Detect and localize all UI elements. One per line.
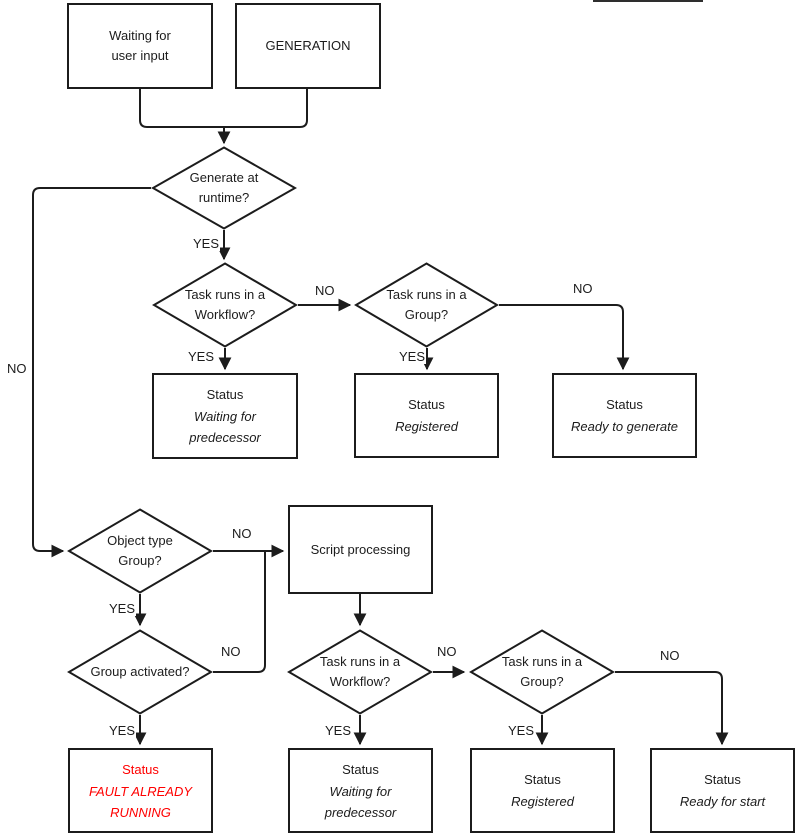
task-runs-in-group-decision-bottom: Task runs in a Group? (469, 629, 615, 715)
connector-generate-no-long (32, 187, 151, 558)
task-runs-in-workflow-label-top: Task runs in a Workflow? (184, 287, 266, 322)
status-waiting-for-predecessor-box-bottom: Status Waiting for predecessor (288, 748, 433, 833)
task-runs-in-workflow-decision-top: Task runs in a Workflow? (152, 262, 298, 348)
edge-label-no-workflow-top: NO (314, 283, 336, 298)
status-fault-already-running-box: Status FAULT ALREADY RUNNING (68, 748, 213, 833)
status-value: FAULT ALREADY RUNNING (88, 783, 193, 820)
status-title: Status (342, 761, 379, 777)
object-type-group-decision: Object type Group? (67, 508, 213, 594)
edge-label-yes-group-bottom: YES (507, 723, 536, 738)
group-activated-decision: Group activated? (67, 629, 213, 715)
object-type-group-label: Object type Group? (107, 533, 173, 568)
status-value: Registered (511, 794, 574, 809)
connector-group-top-no (499, 304, 630, 371)
edge-label-no-group-top: NO (572, 281, 594, 296)
diamond-shape (67, 508, 213, 594)
diamond-shape (469, 629, 615, 715)
task-runs-in-group-decision-top: Task runs in a Group? (354, 262, 499, 348)
waiting-for-user-input-label: Waiting for user input (109, 28, 171, 63)
task-runs-in-workflow-decision-bottom: Task runs in a Workflow? (287, 629, 433, 715)
generate-at-runtime-label: Generate at runtime? (189, 170, 259, 205)
diamond-shape (67, 629, 213, 715)
status-ready-for-start-box: Status Ready for start (650, 748, 795, 833)
status-title: Status (408, 397, 445, 412)
status-value: Ready to generate (571, 419, 678, 434)
diamond-shape (152, 262, 298, 348)
cropped-window-fragment (593, 0, 703, 2)
status-waiting-for-predecessor-box-top: Status Waiting for predecessor (152, 373, 298, 459)
edge-label-yes-group-top: YES (398, 349, 427, 364)
diamond-shape (354, 262, 499, 348)
connector-generation-to-merge (224, 89, 308, 128)
group-activated-label: Group activated? (90, 664, 190, 679)
generation-box: GENERATION (235, 3, 381, 89)
status-value: Registered (395, 419, 458, 434)
edge-label-yes-generate: YES (192, 236, 221, 251)
status-title: Status (606, 397, 643, 412)
status-registered-box-bottom: Status Registered (470, 748, 615, 833)
edge-label-no-generate: NO (6, 361, 28, 376)
generation-label: GENERATION (265, 38, 351, 53)
connector-group-bottom-no (615, 671, 729, 746)
edge-label-no-workflow-bottom: NO (436, 644, 458, 659)
waiting-for-user-input-box: Waiting for user input (67, 3, 213, 89)
edge-label-yes-workflow-bottom: YES (324, 723, 353, 738)
edge-label-yes-workflow-top: YES (187, 349, 216, 364)
script-processing-box: Script processing (288, 505, 433, 594)
status-title: Status (704, 772, 741, 787)
diamond-shape (151, 146, 297, 230)
status-value: Ready for start (679, 794, 766, 809)
status-ready-to-generate-box: Status Ready to generate (552, 373, 697, 458)
status-title: Status (524, 772, 561, 787)
connector-waiting-to-merge (139, 89, 224, 128)
edge-label-no-group-bottom: NO (659, 648, 681, 663)
status-value: Waiting for predecessor (324, 783, 397, 820)
edge-label-yes-objecttype: YES (108, 601, 137, 616)
status-registered-box-top: Status Registered (354, 373, 499, 458)
task-runs-in-group-label-bottom: Task runs in a Group? (501, 654, 583, 689)
task-runs-in-workflow-label-bottom: Task runs in a Workflow? (319, 654, 401, 689)
status-title: Status (122, 761, 159, 777)
generate-at-runtime-decision: Generate at runtime? (151, 146, 297, 230)
task-runs-in-group-label-top: Task runs in a Group? (386, 287, 467, 322)
connector-groupactivated-no (213, 552, 266, 673)
status-title: Status (206, 387, 244, 402)
edge-label-no-groupactivated: NO (220, 644, 242, 659)
edge-label-yes-groupactivated: YES (108, 723, 137, 738)
script-processing-label: Script processing (310, 541, 411, 557)
status-value: Waiting for predecessor (189, 409, 261, 445)
diamond-shape (287, 629, 433, 715)
edge-label-no-objecttype: NO (231, 526, 253, 541)
